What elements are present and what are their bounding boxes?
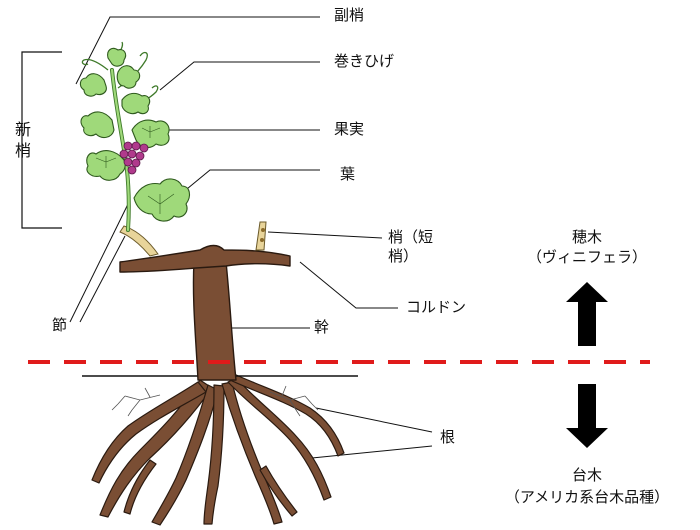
leaf-apex: [107, 47, 127, 67]
shinshou-bracket: [21, 51, 62, 229]
leader-makihige: [159, 61, 320, 91]
leaf-right-upper: [121, 92, 151, 115]
leader-fukushou: [75, 16, 320, 85]
label-fushi: 節: [52, 316, 68, 334]
label-korudon: コルドン: [406, 298, 467, 316]
label-fukushou: 副梢: [334, 6, 365, 24]
root-center-right: [221, 381, 283, 525]
root-center: [203, 384, 225, 525]
scion-sub: （ヴィニフェラ）: [526, 248, 647, 266]
leader-ne-1: [315, 407, 433, 433]
leaf-left-upper: [80, 111, 115, 139]
rootstock-sub: （アメリカ系台木品種）: [504, 488, 670, 506]
root-right: [227, 377, 332, 501]
root-main-left: [99, 379, 213, 518]
leaf-top-left: [79, 73, 107, 97]
root-sub-1: [123, 459, 157, 515]
label-ne: 根: [440, 428, 456, 446]
root-center-left: [151, 384, 219, 526]
label-makihige: 巻きひげ: [334, 52, 395, 70]
label-ha: 葉: [340, 165, 356, 183]
down-arrow-icon: [566, 384, 608, 448]
leaf-top-right: [116, 65, 141, 89]
rootlets: [111, 385, 319, 417]
leaves: [79, 47, 191, 222]
cane-base: [119, 225, 159, 257]
label-kajitsu: 果実: [334, 120, 365, 138]
root-right-far: [229, 373, 345, 457]
leader-lines: [69, 16, 433, 459]
leaf-veins: [95, 126, 175, 214]
cordon: [119, 244, 291, 273]
leader-ha: [175, 169, 320, 199]
root-sub-2: [259, 465, 298, 517]
label-miki: 幹: [314, 318, 330, 336]
label-shou-tan: 梢（短 梢）: [388, 228, 434, 265]
leader-fushi-1: [69, 199, 131, 323]
leader-korudon: [299, 261, 398, 309]
leader-ne-2: [311, 445, 433, 459]
up-arrow-icon: [566, 282, 608, 346]
leaf-large: [133, 178, 191, 222]
scion-title: 穂木: [571, 228, 602, 246]
roots: [91, 373, 345, 526]
leader-fushi-2: [79, 235, 126, 323]
rootstock-title: 台木: [571, 466, 602, 484]
label-shinshou: 新梢: [14, 120, 31, 160]
grape-cluster: [119, 141, 149, 175]
trunk: [192, 261, 237, 381]
leader-shou: [267, 231, 383, 239]
root-left-far: [91, 381, 207, 484]
spur: [255, 221, 267, 251]
